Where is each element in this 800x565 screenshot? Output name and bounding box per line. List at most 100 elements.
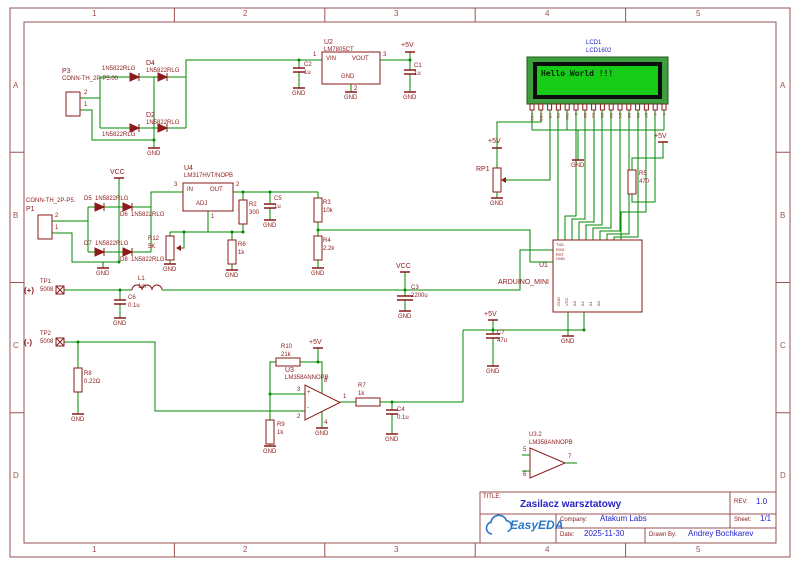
c1-value[interactable]: 1u [414, 71, 421, 77]
d8-value[interactable]: 1N5822RLG [131, 257, 165, 263]
r12-value[interactable]: 5K [148, 244, 156, 250]
u3-2-value[interactable]: LM358ANNOPB [529, 440, 573, 446]
net-flag-bars[interactable] [114, 51, 668, 349]
tp2-ref[interactable]: TP2 [40, 331, 52, 337]
r10-ref[interactable]: R10 [281, 344, 293, 350]
d8-ref[interactable]: D8 [120, 257, 128, 263]
u2-value[interactable]: LM7805CT [324, 47, 354, 53]
r3-ref[interactable]: R3 [323, 200, 331, 206]
u2-ref[interactable]: U2 [324, 39, 333, 46]
gnd-label[interactable]: GND [113, 321, 127, 327]
gnd-label[interactable]: GND [292, 91, 306, 97]
r9-value[interactable]: 1k [277, 430, 284, 436]
gnd-label[interactable]: GND [315, 431, 329, 437]
c7-value[interactable]: 47u [497, 338, 508, 344]
p5v-flag-label[interactable]: +5V [484, 311, 497, 318]
r2-ref[interactable]: R2 [249, 202, 257, 208]
r6-ref[interactable]: R6 [238, 242, 246, 248]
u4-ref[interactable]: U4 [184, 165, 193, 172]
c3-ref[interactable]: C3 [411, 285, 419, 291]
gnd-label[interactable]: GND [163, 267, 177, 273]
lcd-module[interactable] [526, 56, 669, 111]
r10-value[interactable]: 21k [281, 352, 291, 358]
sheet-value[interactable]: 1/1 [760, 514, 772, 523]
c7-ref[interactable]: C7 [497, 330, 505, 336]
d2-value[interactable]: 1N5822RLG [146, 120, 180, 126]
d4-ref[interactable]: D4 [146, 60, 155, 67]
d5-value[interactable]: 1N5822RLG [95, 196, 129, 202]
p1-ref[interactable]: P1 [26, 206, 35, 213]
gnd-label[interactable]: GND [385, 437, 399, 443]
opamp-u3-2-body[interactable] [529, 447, 567, 479]
d3-value[interactable]: 1N5822RLG [102, 132, 136, 138]
c5-value[interactable]: 1u [274, 204, 281, 210]
wires[interactable] [52, 52, 665, 472]
d4-value[interactable]: 1N5822RLG [146, 68, 180, 74]
c3-value[interactable]: 2200u [411, 293, 428, 299]
arduino-u1-body[interactable] [552, 239, 643, 313]
gnd-label[interactable]: GND [571, 163, 585, 169]
l1-ref[interactable]: L1 [138, 276, 145, 282]
d7-value[interactable]: 1N5822RLG [95, 241, 129, 247]
sheet-title[interactable]: Zasilacz warsztatowy [520, 499, 622, 510]
d1-value[interactable]: 1N5822RLG [102, 66, 136, 72]
gnd-label[interactable]: GND [263, 449, 277, 455]
u1-value[interactable]: ARDUINO_MINI [498, 279, 549, 286]
c6-ref[interactable]: C6 [128, 295, 136, 301]
u4-value[interactable]: LM317HVT/NOPB [184, 173, 234, 179]
d6-value[interactable]: 1N5822RLG [131, 212, 165, 218]
capacitor-plates[interactable] [114, 67, 500, 415]
lcd1-value[interactable]: LCD1602 [586, 48, 612, 54]
gnd-label[interactable]: GND [71, 417, 85, 423]
d2-ref[interactable]: D2 [146, 112, 155, 119]
inductor-l1-body[interactable] [131, 284, 163, 291]
gnd-label[interactable]: GND [490, 201, 504, 207]
r6-value[interactable]: 1k [238, 250, 245, 256]
r4-value[interactable]: 2.2k [323, 246, 335, 252]
p5v-flag-label[interactable]: +5V [488, 138, 501, 145]
opamp-u3-body[interactable] [304, 384, 342, 421]
d7-ref[interactable]: D7 [84, 241, 92, 247]
p5v-flag-label[interactable]: +5V [309, 339, 322, 346]
connector-p1-body[interactable] [37, 214, 53, 240]
r9-ref[interactable]: R9 [277, 422, 285, 428]
gnd-label[interactable]: GND [147, 151, 161, 157]
tp1-net-label[interactable]: (+) [24, 286, 34, 295]
r7-ref[interactable]: R7 [358, 383, 366, 389]
gnd-label[interactable]: GND [561, 339, 575, 345]
gnd-label[interactable]: GND [225, 273, 239, 279]
gnd-label[interactable]: GND [344, 95, 358, 101]
r4-ref[interactable]: R4 [323, 238, 331, 244]
rev-value[interactable]: 1.0 [756, 497, 768, 506]
c5-ref[interactable]: C5 [274, 196, 282, 202]
d5-ref[interactable]: D5 [84, 196, 92, 202]
r5-value[interactable]: 470 [639, 179, 650, 185]
c4-ref[interactable]: C4 [397, 407, 405, 413]
vcc-flag-label[interactable]: VCC [110, 169, 125, 176]
company-value[interactable]: Atakum Labs [600, 514, 647, 523]
connector-p3-body[interactable] [65, 91, 81, 117]
p5v-flag-label[interactable]: +5V [654, 133, 667, 140]
c4-value[interactable]: 0.1u [397, 415, 409, 421]
p3-ref[interactable]: P3 [62, 68, 71, 75]
lcd1-ref[interactable]: LCD1 [586, 40, 602, 46]
gnd-label[interactable]: GND [263, 223, 277, 229]
u1-ref[interactable]: U1 [539, 262, 548, 269]
gnd-symbols[interactable] [72, 87, 584, 447]
c1-ref[interactable]: C1 [414, 63, 422, 69]
gnd-label[interactable]: GND [311, 271, 325, 277]
gnd-label[interactable]: GND [403, 95, 417, 101]
testpoint-pads[interactable] [55, 285, 65, 347]
d6-ref[interactable]: D6 [120, 212, 128, 218]
vcc-flag-label[interactable]: VCC [396, 263, 411, 270]
r8-value[interactable]: 0.22Ω [84, 379, 101, 385]
tp1-ref[interactable]: TP1 [40, 279, 52, 285]
tp2-net-label[interactable]: (-) [24, 338, 32, 347]
r2-value[interactable]: 300 [249, 210, 260, 216]
resistor-bodies[interactable] [73, 167, 637, 445]
gnd-label[interactable]: GND [96, 271, 110, 277]
c6-value[interactable]: 0.1u [128, 303, 140, 309]
u3-2-ref[interactable]: U3.2 [529, 432, 542, 438]
r12-ref[interactable]: R12 [148, 236, 160, 242]
